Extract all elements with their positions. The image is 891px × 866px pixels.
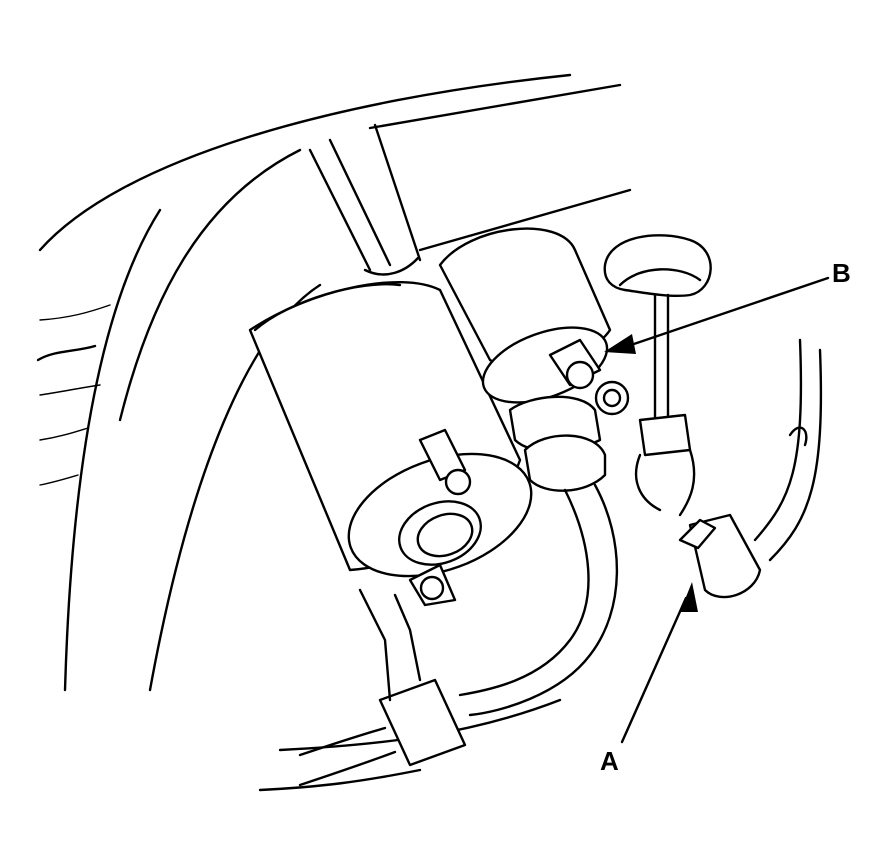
terminal-wire <box>603 234 712 517</box>
starter-solenoid <box>438 227 630 492</box>
callout-arrow-b <box>604 276 830 354</box>
callout-label-a: A <box>600 746 619 776</box>
drive-shaft <box>308 123 422 276</box>
body-panel-outline <box>36 73 632 792</box>
callout-arrow-a <box>620 582 698 744</box>
wire-harness <box>298 483 619 787</box>
callout-label-b: B <box>832 258 851 288</box>
connector-a <box>678 338 823 599</box>
starter-motor <box>248 280 533 607</box>
